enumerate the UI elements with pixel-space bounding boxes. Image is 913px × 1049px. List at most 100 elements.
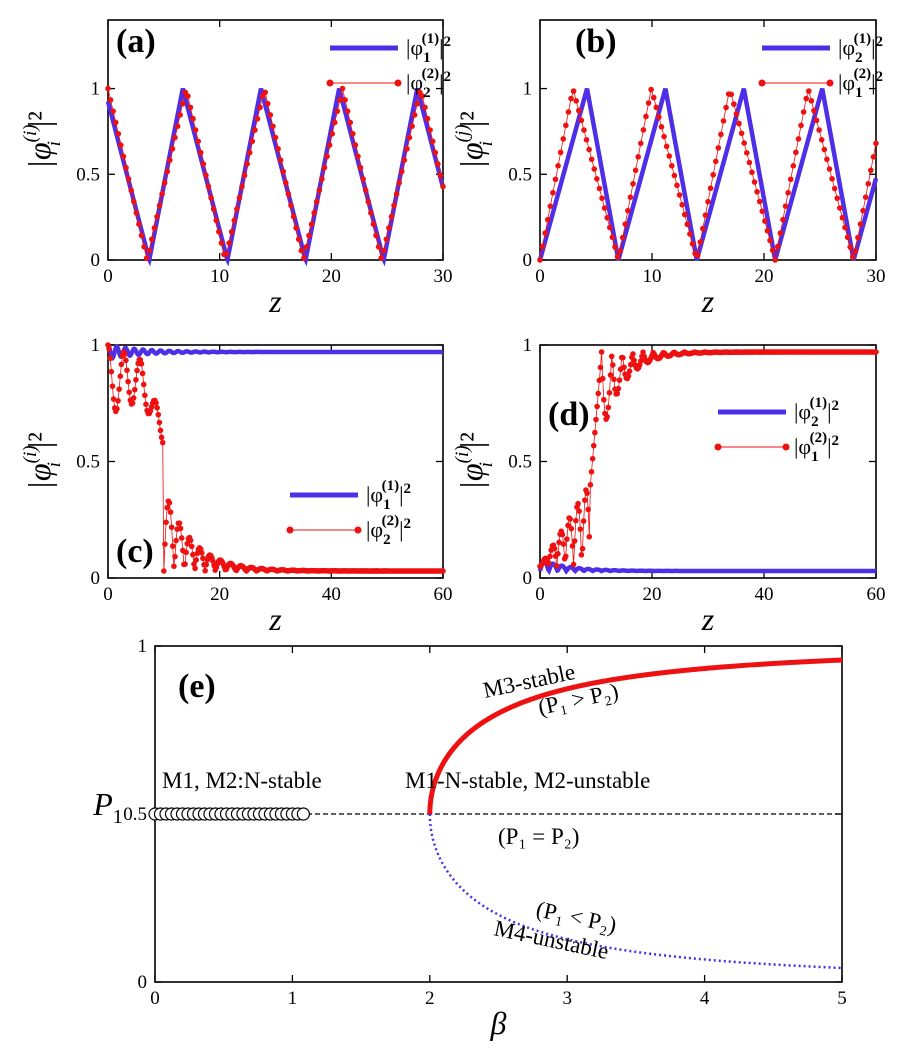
legend-tail: | bbox=[871, 70, 875, 95]
data-point bbox=[813, 117, 820, 124]
data-point bbox=[844, 234, 851, 241]
data-point bbox=[581, 127, 587, 133]
data-point bbox=[357, 164, 364, 171]
y-axis-subscript: i bbox=[44, 462, 65, 467]
data-point bbox=[375, 244, 382, 250]
data-point bbox=[285, 191, 292, 197]
data-point bbox=[638, 358, 644, 364]
data-point bbox=[440, 568, 446, 574]
data-point bbox=[625, 373, 632, 379]
data-point bbox=[396, 179, 402, 186]
data-point bbox=[583, 137, 590, 143]
y-tick-label: 0.5 bbox=[123, 804, 147, 825]
data-point bbox=[669, 163, 675, 169]
data-point bbox=[197, 149, 204, 156]
data-point bbox=[580, 518, 587, 524]
data-point bbox=[151, 225, 158, 231]
data-point bbox=[108, 368, 115, 375]
data-point bbox=[249, 138, 256, 145]
data-point bbox=[303, 244, 310, 250]
data-point bbox=[125, 378, 131, 385]
x-tick-label: 20 bbox=[322, 266, 341, 287]
legend-square: 2 bbox=[444, 69, 452, 85]
legend-square: 2 bbox=[444, 34, 452, 50]
data-point bbox=[759, 208, 766, 215]
data-point bbox=[868, 167, 874, 174]
data-point bbox=[342, 97, 348, 103]
data-point bbox=[171, 563, 177, 570]
data-point bbox=[769, 247, 776, 254]
data-point bbox=[666, 153, 673, 159]
y-axis-superscript: (i) bbox=[452, 445, 473, 463]
data-point bbox=[192, 127, 199, 133]
data-point bbox=[573, 98, 579, 104]
data-point bbox=[539, 243, 546, 250]
y-tick-label: 0.5 bbox=[76, 452, 100, 473]
data-point bbox=[157, 427, 164, 434]
data-point bbox=[154, 213, 160, 220]
data-point bbox=[163, 519, 169, 526]
data-point bbox=[616, 377, 623, 383]
data-point bbox=[824, 156, 830, 163]
data-point bbox=[849, 253, 856, 260]
panel-label: (b) bbox=[575, 23, 617, 60]
data-point bbox=[129, 400, 136, 406]
data-point bbox=[681, 211, 688, 218]
legend-subscript: 2 bbox=[423, 85, 431, 101]
data-point bbox=[738, 130, 745, 137]
data-point bbox=[409, 123, 415, 130]
data-point bbox=[158, 434, 165, 441]
data-point bbox=[562, 553, 569, 560]
data-point bbox=[865, 180, 872, 187]
y-tick-label: 1 bbox=[138, 636, 148, 657]
y-tick-label: 1 bbox=[91, 79, 101, 100]
data-point bbox=[117, 373, 124, 380]
data-point bbox=[334, 108, 341, 114]
x-tick-label: 30 bbox=[867, 266, 886, 287]
data-point bbox=[631, 357, 637, 364]
data-point bbox=[731, 101, 737, 107]
data-point bbox=[700, 225, 706, 232]
y-tick-label: 0 bbox=[523, 250, 533, 271]
data-point bbox=[615, 385, 622, 392]
data-point bbox=[591, 166, 598, 172]
data-point bbox=[295, 236, 302, 243]
data-point bbox=[585, 506, 591, 513]
data-point bbox=[288, 202, 294, 209]
plot-frame bbox=[107, 19, 444, 261]
data-point bbox=[275, 146, 281, 152]
data-point bbox=[234, 206, 240, 212]
data-point bbox=[627, 194, 634, 201]
data-point bbox=[106, 345, 112, 352]
data-point bbox=[767, 237, 773, 244]
data-point bbox=[105, 85, 111, 92]
data-point bbox=[762, 218, 768, 224]
data-point bbox=[177, 525, 184, 532]
data-point bbox=[584, 490, 590, 496]
y-axis-superscript: (i) bbox=[20, 124, 41, 142]
legend-swatch-dot bbox=[826, 79, 834, 87]
data-point bbox=[635, 154, 642, 160]
series-line bbox=[105, 88, 446, 267]
data-point bbox=[280, 168, 287, 175]
data-point bbox=[710, 171, 716, 178]
data-point bbox=[146, 247, 153, 254]
data-point bbox=[764, 227, 771, 234]
legend-superscript: (1) bbox=[810, 395, 828, 411]
y-tick-label: 0.5 bbox=[508, 452, 532, 473]
data-point bbox=[606, 224, 613, 231]
data-point bbox=[218, 240, 225, 246]
data-point bbox=[380, 247, 387, 254]
y-axis-subscript: i bbox=[44, 141, 65, 146]
y-tick-label: 0 bbox=[523, 568, 533, 589]
data-point bbox=[236, 195, 243, 201]
data-point bbox=[107, 97, 114, 103]
y-tick-label: 0 bbox=[91, 250, 101, 271]
data-point bbox=[586, 146, 592, 153]
legend-tail: | bbox=[399, 482, 403, 507]
data-point bbox=[587, 482, 594, 488]
y-axis-label: |φ(i)i|² bbox=[20, 432, 65, 490]
x-tick-label: 30 bbox=[434, 266, 453, 287]
